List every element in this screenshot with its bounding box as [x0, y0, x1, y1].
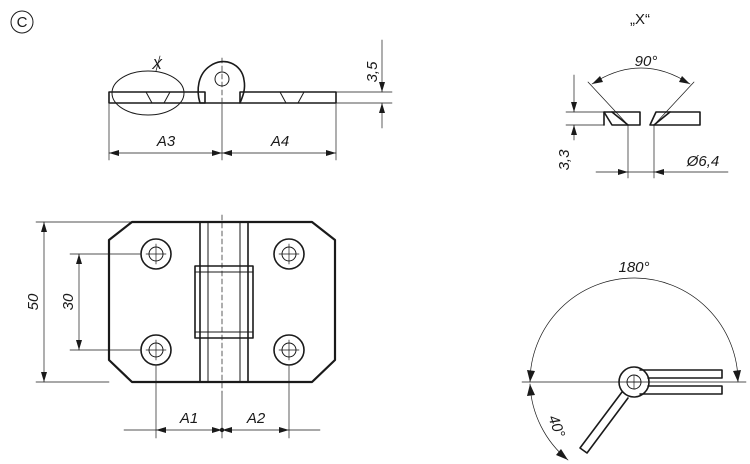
dimension-height-50: 50	[25, 221, 201, 383]
variant-mark-letter: C	[17, 14, 28, 31]
screw-hole-top-left	[140, 238, 172, 270]
dimension-hole-diameter: Ø6,4	[595, 153, 729, 175]
screw-hole-bottom-right	[273, 334, 305, 366]
front-view: 50 30 A1 A2	[25, 214, 337, 439]
screw-hole-bottom-left	[140, 334, 172, 366]
dimension-a4: A4	[221, 133, 337, 156]
label-thickness: 3,5	[364, 61, 381, 83]
dimension-open-angle: 180°	[527, 259, 741, 383]
label-a2: A2	[246, 410, 266, 427]
dimension-tilt-angle: 40°	[527, 383, 569, 461]
label-a3: A3	[156, 133, 176, 150]
label-spacing-30: 30	[60, 293, 77, 310]
hinge-knuckle	[197, 57, 246, 104]
label-a4: A4	[270, 133, 289, 150]
dimension-countersink-angle: 90°	[591, 53, 691, 85]
label-a1: A1	[179, 410, 198, 427]
detail-x-view: „X“ 90° 3,3	[556, 11, 729, 179]
label-height-50: 50	[25, 293, 42, 310]
detail-x-marker	[111, 70, 185, 116]
label-countersink-angle: 90°	[635, 53, 658, 70]
dimension-spacing-30: 30	[60, 253, 141, 351]
variant-mark: C	[10, 10, 34, 34]
dimension-a1: A1	[156, 410, 222, 433]
screw-hole-top-right	[273, 238, 305, 270]
side-view: X A3 A4 3,5	[108, 39, 393, 161]
detail-title: „X“	[630, 11, 650, 28]
label-open-angle: 180°	[618, 259, 649, 276]
label-tilt-angle: 40°	[544, 413, 568, 440]
dimension-a3: A3	[108, 133, 223, 156]
label-hole-diameter: Ø6,4	[686, 153, 720, 170]
dimension-a2: A2	[222, 410, 289, 433]
dimension-thickness: 3,5	[335, 39, 393, 129]
detail-ref-label: X	[151, 56, 163, 73]
label-depth: 3,3	[556, 149, 573, 171]
opening-angle-view: 180° 40°	[521, 259, 747, 461]
dimension-depth: 3,3	[556, 74, 605, 171]
